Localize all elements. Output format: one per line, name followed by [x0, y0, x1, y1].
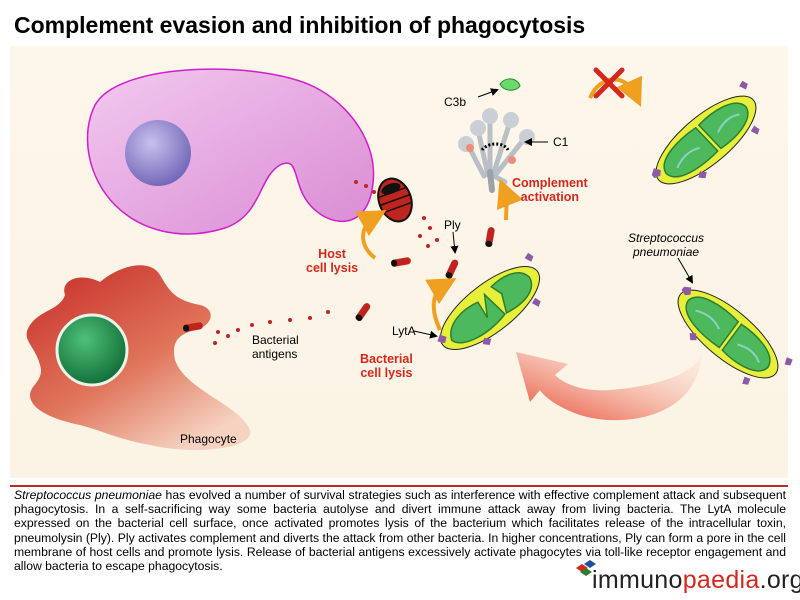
big-curved-arrow: [516, 350, 702, 421]
logo-suffix: .org: [759, 566, 800, 594]
caption-text: has evolved a number of survival strateg…: [14, 488, 786, 574]
caption: Streptococcus pneumoniae has evolved a n…: [14, 488, 786, 573]
complement-activation-label: Complement activation: [512, 176, 588, 204]
immunopaedia-logo: immunopaedia.org: [570, 560, 800, 596]
logo-highlight: paedia: [682, 566, 760, 594]
caption-species: Streptococcus pneumoniae: [14, 488, 162, 502]
phagocyte-nucleus: [55, 313, 129, 387]
streptococcus-label: Streptococcus pneumoniae: [628, 231, 705, 259]
bacterium-lysing: [437, 252, 541, 350]
ply-toxin: [444, 258, 460, 280]
phagocyte-label: Phagocyte: [180, 432, 237, 446]
antigen-dots-phagocyte: [213, 310, 330, 345]
lyta-label: LytA: [392, 324, 416, 338]
ply-toxin: [484, 226, 496, 248]
c3b-label: C3b: [444, 95, 467, 109]
ply-label: Ply: [444, 218, 461, 232]
c3b-fragment-icon: [499, 78, 521, 91]
antigen-dots-host: [354, 180, 439, 248]
bacterial-lysis-arrow: [425, 278, 457, 331]
strep-pointer: [677, 257, 694, 284]
logo-prefix: immuno: [592, 566, 683, 594]
bacterial-cell-lysis-label: Bacterial cell lysis: [360, 352, 413, 380]
pore-icon: [377, 177, 413, 223]
host-cell-lysis-label: Host cell lysis: [306, 247, 359, 275]
c3b-pointer: [477, 88, 499, 98]
caption-divider: [10, 485, 788, 487]
ply-toxin: [390, 256, 412, 268]
ply-pointer: [450, 231, 459, 254]
bacterium-top-right: [640, 76, 778, 205]
page-title: Complement evasion and inhibition of pha…: [14, 12, 586, 38]
c1-label: C1: [553, 135, 569, 149]
phagocyte-cell: [26, 265, 251, 450]
host-cell: [86, 68, 375, 235]
host-nucleus: [125, 120, 191, 186]
logo-mark-icon: [576, 560, 596, 576]
complement-arrow: [496, 178, 523, 221]
blocked-arrow: [588, 67, 643, 107]
cross-icon: [593, 67, 625, 99]
lyta-pointer: [413, 330, 438, 339]
ply-toxin: [354, 301, 372, 323]
host-lysis-arrow: [355, 210, 387, 260]
bacterial-antigens-label: Bacterial antigens: [252, 333, 299, 361]
